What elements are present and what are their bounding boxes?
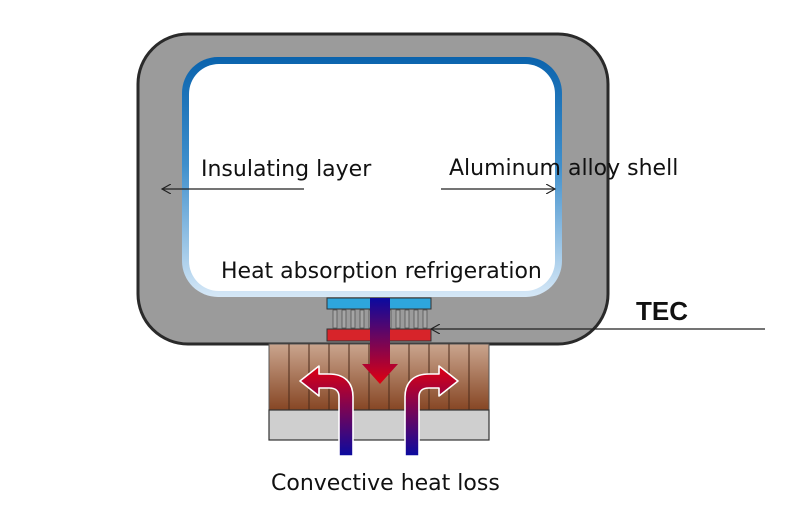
convective-arrow-left [299, 365, 354, 457]
heat-absorption-label: Heat absorption refrigeration [221, 259, 542, 284]
convective-arrow-right [404, 365, 459, 457]
aluminum-shell-label: Aluminum alloy shell [449, 156, 678, 181]
tec-label: TEC [636, 296, 688, 326]
insulating-layer-label: Insulating layer [201, 157, 372, 182]
convective-heat-loss-label: Convective heat loss [271, 471, 500, 496]
base-plate [268, 409, 490, 441]
inner-cavity [189, 64, 555, 291]
heat-flow-down-arrow [362, 298, 398, 384]
